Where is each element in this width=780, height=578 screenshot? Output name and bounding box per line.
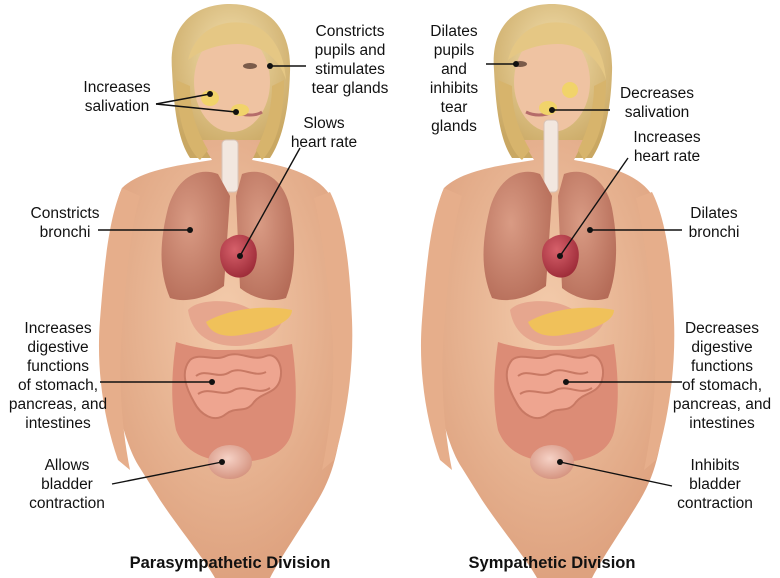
left-salivary-gland <box>201 90 219 106</box>
label-increases-digestive: Increases digestive functions of stomach… <box>8 320 108 432</box>
label-inhibits-bladder: Inhibits bladder contraction <box>677 457 753 512</box>
leader-p-heart <box>239 147 301 257</box>
left-figure <box>98 4 353 578</box>
right-bladder <box>530 445 574 479</box>
right-small-intestine <box>505 353 604 420</box>
right-salivary-gland <box>539 101 557 115</box>
right-lung-right <box>483 171 552 301</box>
label-decreases-salivation: Decreases salivation <box>619 85 695 121</box>
label-dilates-bronchi: Dilates bronchi <box>688 205 740 241</box>
label-increases-salivation: Increases salivation <box>83 79 151 115</box>
right-face <box>514 32 590 132</box>
leader-s-bladder <box>559 461 673 487</box>
label-constricts-bronchi: Constricts bronchi <box>30 205 100 241</box>
leader-p-bladder <box>111 461 223 485</box>
right-figure <box>420 4 675 578</box>
left-face <box>194 32 270 132</box>
leader-p-saliva-1 <box>155 93 211 105</box>
label-dilates-pupils: Dilates pupils and inhibits tear glands <box>429 23 479 135</box>
label-increases-heart-rate: Increases heart rate <box>633 129 701 165</box>
left-hair-front <box>188 22 286 80</box>
left-lung-right <box>161 171 230 301</box>
leader-p-saliva-2 <box>155 103 237 113</box>
right-pancreas <box>528 307 614 336</box>
label-allows-bladder: Allows bladder contraction <box>29 457 105 512</box>
leader-s-heart <box>559 157 629 257</box>
label-decreases-digestive: Decreases digestive functions of stomach… <box>672 320 772 432</box>
leader-lines <box>98 63 682 487</box>
caption-parasympathetic: Parasympathetic Division <box>129 554 331 572</box>
label-slows-heart-rate: Slows heart rate <box>290 115 358 151</box>
leader-dots <box>187 61 593 465</box>
left-trachea <box>221 139 239 193</box>
left-bladder <box>208 445 252 479</box>
left-small-intestine <box>183 353 282 420</box>
left-pancreas <box>206 307 292 336</box>
caption-sympathetic: Sympathetic Division <box>468 554 636 572</box>
label-constricts-pupils: Constricts pupils and stimulates tear gl… <box>311 23 389 97</box>
right-trachea <box>543 119 559 193</box>
